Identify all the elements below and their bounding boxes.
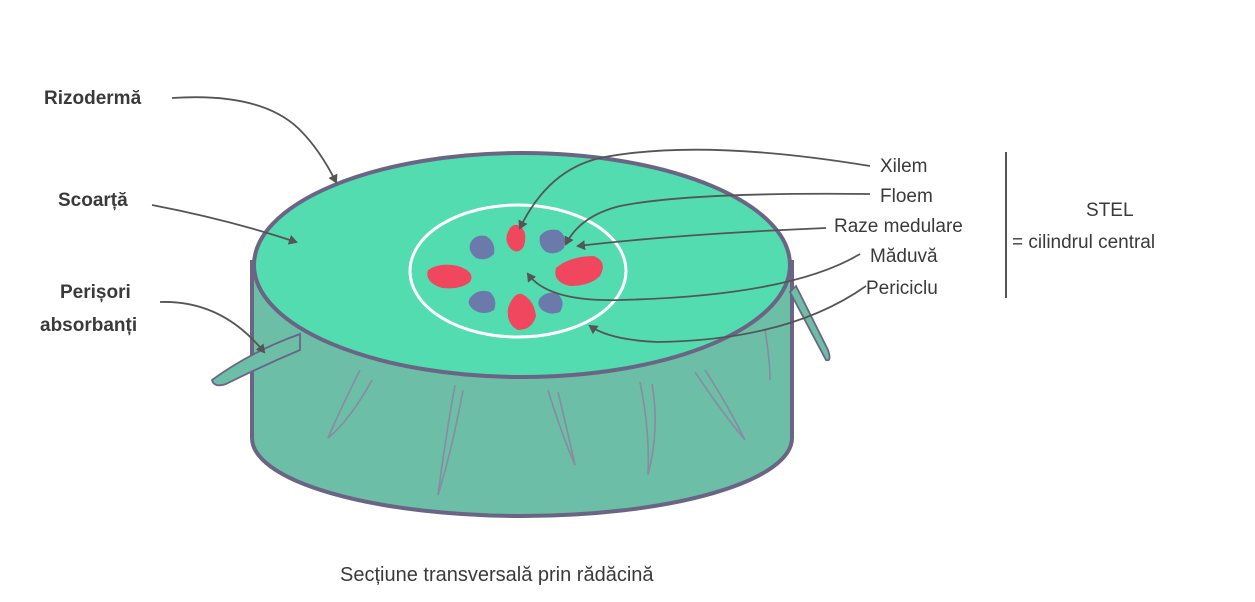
label-stel-subtitle: = cilindrul central	[1012, 232, 1155, 253]
stele-ring	[408, 203, 628, 339]
label-xilem: Xilem	[880, 156, 928, 177]
root-hair-left	[210, 332, 301, 387]
label-arrows	[151, 96, 871, 354]
xylem-bundles	[427, 224, 603, 330]
root-hairs	[327, 329, 771, 496]
label-raze-medulare: Raze medulare	[834, 216, 963, 237]
label-perisori-line2: absorbanți	[40, 315, 137, 336]
label-perisori-line1: Perișori	[60, 282, 131, 303]
phloem-bundles	[468, 229, 566, 314]
label-floem: Floem	[880, 186, 933, 207]
label-maduva: Măduvă	[870, 246, 938, 267]
label-scoarta: Scoarță	[58, 190, 128, 211]
cortex-top-face	[252, 151, 792, 379]
label-rizoderma: Rizodermă	[44, 88, 142, 109]
label-stel-title: STEL	[1086, 200, 1134, 221]
root-hair-right	[788, 284, 831, 362]
diagram-caption: Secțiune transversală prin rădăcină	[340, 564, 654, 586]
label-periciclu: Periciclu	[866, 278, 938, 299]
